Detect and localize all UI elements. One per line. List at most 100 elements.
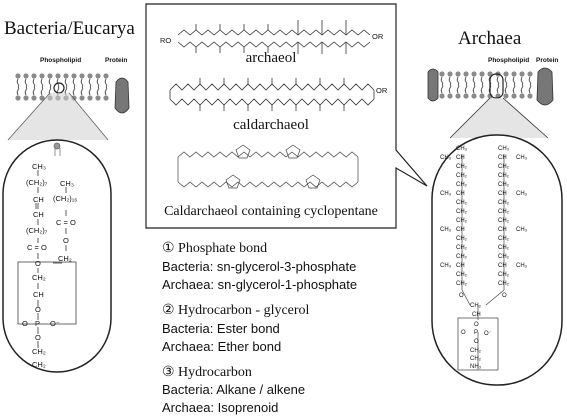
legend-hydrocarbon-archaea: Archaea: Isoprenoid (162, 400, 279, 415)
lipid-head (39, 95, 45, 101)
lipid-head (511, 93, 517, 99)
archaea-chain-b-unit: CH₂ (498, 182, 509, 188)
lipid-tail (72, 78, 76, 88)
archaea-methyl-branch: CH₃ (516, 155, 528, 161)
lipid-head (79, 73, 85, 79)
archaea-glycerol-ch: CH (472, 312, 481, 318)
lipid-tail (104, 78, 108, 88)
archaea-chain-b-unit: CH₂ (498, 200, 509, 206)
legend-phosphate-bacteria: Bacteria: sn-glycerol-3-phosphate (162, 259, 357, 274)
lipid-head (47, 73, 53, 79)
lipid-tail (72, 86, 76, 96)
bacteria-ch2-7-b: (CH₂)₇ (26, 226, 48, 235)
archaea-chain-a-unit: CH₂ (456, 182, 467, 188)
lipid-tail (504, 76, 508, 86)
lipid-tail (472, 84, 476, 94)
lipid-tail (448, 84, 452, 94)
lipid-head (471, 93, 477, 99)
archaea-chain-b-unit: CH (498, 191, 507, 197)
archaea-glycerol-ch2: CH₂ (470, 303, 481, 309)
bacteria-o-4: O (22, 319, 28, 328)
archaea-chain-a-unit: CH₂ (456, 254, 467, 260)
lipid-tail (512, 76, 516, 86)
lipid-tail (464, 84, 468, 94)
lipid-head (15, 73, 21, 79)
archaea-chain-b-unit: CH₂ (498, 209, 509, 215)
lipid-tail (104, 86, 108, 96)
archaea-phosphate-box (457, 317, 499, 371)
archaea-headgroup-ch2: CH₂ (470, 348, 481, 354)
lipid-tail (88, 86, 92, 96)
lipid-head (439, 93, 445, 99)
lipid-tail (456, 84, 460, 94)
archaea-chain-a-unit: CH (456, 227, 465, 233)
archaea-methyl-branch: CH₃ (440, 191, 452, 197)
archaea-title: Archaea (458, 28, 522, 49)
bacteria-protein-label: Protein (105, 57, 128, 64)
lipid-tail (456, 76, 460, 86)
caldarchaeol-skeleton (169, 78, 375, 111)
lipid-tail (448, 76, 452, 86)
lipid-tail (24, 86, 28, 96)
bacteria-ch2-d: CH₂ (32, 360, 46, 369)
archaea-phosphate-o: O (474, 322, 479, 328)
archaeol-skeleton (177, 20, 371, 54)
lipid-tail (88, 78, 92, 88)
bacteria-ch2-16: (CH₂)₁₆ (53, 194, 78, 203)
lipid-tail (440, 84, 444, 94)
caldarchaeol-or-label: OR (376, 86, 388, 95)
archaeol-ro-label: RO (160, 36, 172, 45)
archaea-chain-b-unit: CH (498, 227, 507, 233)
archaea-methyl-branch: CH₃ (440, 227, 452, 233)
bacteria-ch2-b: CH₂ (58, 254, 72, 263)
lipid-tail (528, 84, 532, 94)
bacteria-o-1: O (35, 259, 41, 268)
bacteria-ch3-right: CH₃ (60, 179, 74, 188)
archaea-chain-a-unit: CH₂ (456, 209, 467, 215)
archaeol-or-label: OR (372, 32, 384, 41)
archaea-membrane-protein-right (536, 67, 554, 106)
lipid-head (519, 71, 525, 77)
archaea-chain-a-unit: CH₂ (456, 272, 467, 278)
lipid-tail (464, 76, 468, 86)
archaea-chain-a-unit: CH₂ (456, 164, 467, 170)
archaea-methyl-branch: CH₃ (516, 191, 528, 197)
bacteria-ceo-1: C = O (27, 243, 47, 252)
bacteria-ch-3: CH (33, 290, 44, 299)
archaea-chain-b-unit: CH (498, 155, 507, 161)
bacteria-ch2-c: CH₂ (32, 347, 46, 356)
bacteria-ch2-a: CH₂ (32, 273, 46, 282)
archaea-chain-b-unit: CH₂ (498, 173, 509, 179)
lipid-head (471, 71, 477, 77)
lipid-tail (16, 78, 20, 88)
lipid-tail (96, 78, 100, 88)
lipid-tail (480, 76, 484, 86)
archaeol-caption: archaeol (245, 50, 297, 66)
lipid-head (527, 93, 533, 99)
lipid-head (55, 73, 61, 79)
legend-hydrocarbon-bacteria: Bacteria: Alkane / alkene (162, 382, 306, 397)
lipid-head (479, 93, 485, 99)
lipid-head (23, 73, 29, 79)
archaea-phosphate-o-left: O (461, 330, 466, 336)
lipid-tail (32, 78, 36, 88)
bacteria-ceo-2: C = O (56, 218, 76, 227)
lipid-tail (24, 78, 28, 88)
lipid-head (447, 93, 453, 99)
lipid-tail (56, 78, 60, 88)
lipid-head (79, 95, 85, 101)
lipid-head (479, 71, 485, 77)
archaea-chain-b-unit: CH₂ (498, 272, 509, 278)
legend-phosphate-bond-header: ① Phosphate bond (162, 241, 268, 256)
archaea-chain-a-unit: CH (456, 191, 465, 197)
legend-hydrocarbon-glycerol-header: ② Hydrocarbon - glycerol (162, 303, 310, 318)
legend: ① Phosphate bond Bacteria: sn-glycerol-3… (162, 240, 402, 418)
lipid-tail (512, 84, 516, 94)
archaea-methyl-branch: CH₃ (516, 227, 528, 233)
lipid-head (87, 73, 93, 79)
